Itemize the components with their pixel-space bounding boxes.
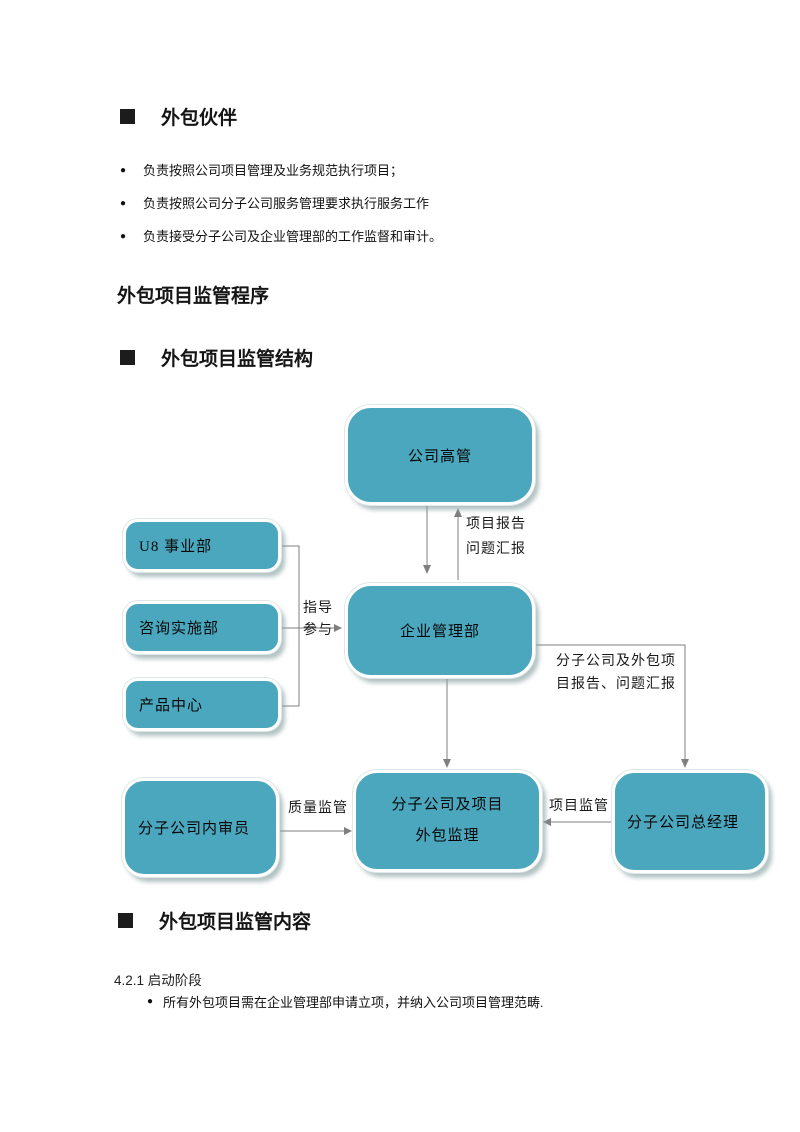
square-bullet-icon — [118, 913, 133, 928]
heading-supervision-procedure: 外包项目监管程序 — [117, 286, 270, 307]
dot-bullet-icon: ● — [120, 198, 127, 209]
dot-bullet-icon: ● — [120, 231, 127, 242]
node-u8-division: U8 事业部 — [123, 519, 281, 572]
arrowhead-up-icon — [454, 508, 462, 517]
node-enterprise-mgmt: 企业管理部 — [345, 583, 535, 678]
list-item-text: 负责按照公司项目管理及业务规范执行项目； — [143, 163, 404, 178]
edge-label-guide-participate: 指导 参与 — [303, 598, 333, 642]
arrowhead-down-icon — [423, 565, 431, 574]
dot-bullet-icon: ● — [147, 996, 154, 1007]
edge-label-project-report: 项目报告 问题汇报 — [466, 512, 526, 562]
edge-label-quality-supervision: 质量监管 — [288, 801, 348, 816]
heading-supervision-content: 外包项目监管内容 — [118, 907, 311, 934]
edge-label-line: 指导 — [303, 601, 333, 616]
list-item: ● 负责按照公司分子公司服务管理要求执行服务工作 — [120, 197, 442, 211]
connector-lines — [278, 505, 689, 835]
node-consulting-dept: 咨询实施部 — [123, 601, 281, 654]
heading-supervision-structure: 外包项目监管结构 — [120, 344, 313, 371]
list-item: ● 负责接受分子公司及企业管理部的工作监督和审计。 — [120, 230, 442, 244]
edge-label-line: 分子公司及外包项 — [556, 654, 676, 669]
edge-label-project-supervision: 项目监管 — [549, 799, 609, 814]
node-product-center: 产品中心 — [123, 678, 281, 731]
list-item: ● 负责按照公司项目管理及业务规范执行项目； — [120, 164, 442, 178]
node-subsidiary-gm: 分子公司总经理 — [612, 770, 768, 873]
heading-supervision-structure-label: 外包项目监管结构 — [161, 349, 314, 370]
list-item-text: 负责接受分子公司及企业管理部的工作监督和审计。 — [143, 229, 443, 244]
list-item-text: 所有外包项目需在企业管理部申请立项，并纳入公司项目管理范畴. — [163, 995, 544, 1010]
edge-label-line: 目报告、问题汇报 — [556, 677, 676, 692]
node-label: 公司高管 — [407, 448, 472, 465]
supervision-structure-flowchart: 公司高管 U8 事业部 咨询实施部 产品中心 企业管理部 分子公司内审员 分子公… — [0, 390, 800, 910]
node-subsidiary-auditor: 分子公司内审员 — [122, 778, 279, 877]
square-bullet-icon — [120, 350, 135, 365]
partner-bullet-list: ● 负责按照公司项目管理及业务规范执行项目； ● 负责按照公司分子公司服务管理要… — [120, 164, 442, 263]
list-item: ● 所有外包项目需在企业管理部申请立项，并纳入公司项目管理范畴. — [147, 995, 543, 1010]
arrowhead-left-icon — [543, 818, 551, 826]
arrowhead-down-icon — [443, 759, 451, 768]
node-label: 分子公司及项目 — [391, 797, 504, 813]
edge-label-line: 参与 — [303, 623, 333, 638]
heading-supervision-content-label: 外包项目监管内容 — [159, 912, 312, 933]
heading-outsourcing-partner-label: 外包伙伴 — [161, 108, 238, 129]
node-label: 分子公司总经理 — [627, 815, 740, 831]
edge-label-subsidiary-report: 分子公司及外包项 目报告、问题汇报 — [556, 650, 676, 696]
square-bullet-icon — [120, 109, 135, 124]
node-outsourcing-supervisor: 分子公司及项目 外包监理 — [353, 770, 542, 872]
node-label: 产品中心 — [139, 698, 204, 714]
node-label: 企业管理部 — [399, 624, 480, 640]
edge-label-line: 项目报告 — [466, 517, 526, 532]
node-company-executives: 公司高管 — [345, 405, 535, 505]
node-label: 外包监理 — [415, 828, 480, 844]
node-label: 咨询实施部 — [139, 621, 220, 637]
arrowhead-right-icon — [344, 827, 352, 835]
subheading-startup-phase: 4.2.1 启动阶段 — [114, 973, 202, 988]
node-label: U8 事业部 — [139, 539, 213, 555]
edge-label-line: 问题汇报 — [466, 542, 526, 557]
heading-outsourcing-partner: 外包伙伴 — [120, 103, 237, 130]
list-item-text: 负责按照公司分子公司服务管理要求执行服务工作 — [143, 196, 430, 211]
node-label: 分子公司内审员 — [138, 821, 251, 837]
arrowhead-right-icon — [334, 624, 342, 632]
dot-bullet-icon: ● — [120, 165, 127, 176]
arrowhead-down-icon — [681, 759, 689, 768]
